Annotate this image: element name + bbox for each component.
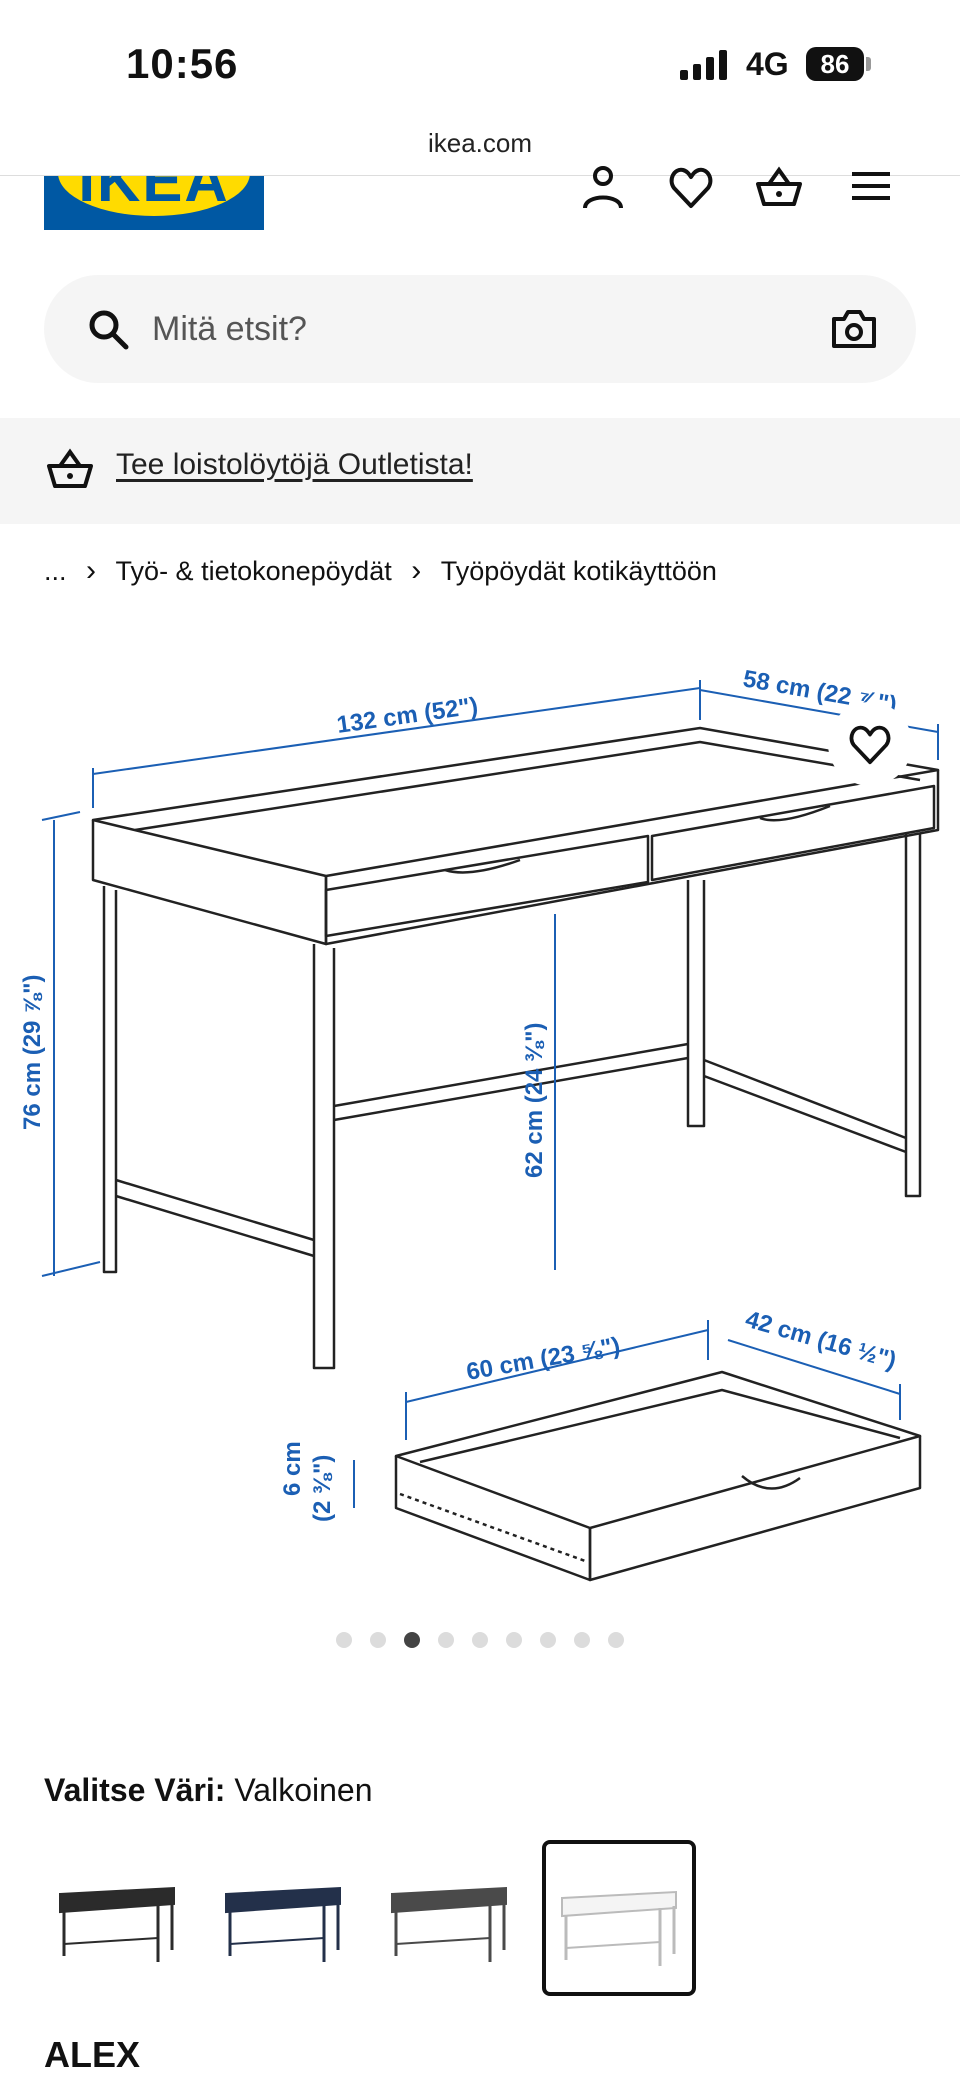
gallery-dot[interactable] xyxy=(370,1632,386,1648)
product-name: ALEX xyxy=(44,2034,141,2075)
gallery-pagination[interactable] xyxy=(0,1632,960,1648)
desk-thumbnail xyxy=(391,1886,507,1962)
color-swatch-grey[interactable] xyxy=(376,1840,530,1996)
dim-drawer-width-label: 60 cm (23 ⅝") xyxy=(464,1332,622,1386)
shopping-basket-icon xyxy=(47,448,93,488)
gallery-dot[interactable] xyxy=(540,1632,556,1648)
gallery-dot[interactable] xyxy=(472,1632,488,1648)
heart-icon[interactable] xyxy=(668,166,714,212)
search-bar[interactable] xyxy=(44,275,916,383)
status-time: 10:56 xyxy=(126,40,239,87)
url-divider xyxy=(0,175,960,176)
gallery-dot[interactable] xyxy=(608,1632,624,1648)
breadcrumb-item-home-desks[interactable]: Työpöydät kotikäyttöön xyxy=(440,556,717,586)
breadcrumb: ... › Työ- & tietokonepöydät › Työpöydät… xyxy=(44,554,717,588)
breadcrumb-ellipsis[interactable]: ... xyxy=(44,556,67,586)
battery-icon: 86 xyxy=(806,47,864,81)
user-icon[interactable] xyxy=(580,166,626,212)
search-input[interactable] xyxy=(152,305,792,353)
browser-url[interactable]: ikea.com xyxy=(427,128,533,158)
favourite-button[interactable] xyxy=(828,702,912,786)
breadcrumb-item-desks[interactable]: Työ- & tietokonepöydät xyxy=(115,556,392,586)
dimension-lines xyxy=(41,680,939,1508)
breadcrumb-separator: › xyxy=(86,554,97,587)
search-icon xyxy=(89,310,129,350)
status-bar: 10:56 4G 86 xyxy=(0,0,960,130)
outlet-link[interactable]: Tee loistolöytöjä Outletista! xyxy=(116,448,473,481)
color-swatch-blue[interactable] xyxy=(210,1840,364,1996)
cart-icon[interactable] xyxy=(756,166,802,212)
color-select-value: Valkoinen xyxy=(234,1772,373,1808)
heart-icon xyxy=(849,725,891,765)
dim-drawer-height-inch-label: (2 ⅜") xyxy=(309,1455,336,1522)
battery-cap xyxy=(866,57,871,71)
gallery-dot[interactable] xyxy=(438,1632,454,1648)
ikea-logo[interactable]: IKEA xyxy=(44,176,264,230)
color-swatch-white[interactable] xyxy=(542,1840,696,1996)
dim-drawer-height-label: 6 cm xyxy=(279,1441,306,1496)
gallery-dot[interactable] xyxy=(336,1632,352,1648)
desk-thumbnail xyxy=(59,1886,175,1962)
product-dimension-illustration[interactable]: 132 cm (52") 58 cm (22 ⅞") 76 cm (29 ⅞")… xyxy=(0,640,960,1600)
camera-icon[interactable] xyxy=(830,305,878,353)
signal-icon xyxy=(680,50,727,80)
color-swatch-black-brown[interactable] xyxy=(44,1840,198,1996)
color-select-title: Valitse Väri: xyxy=(44,1772,226,1808)
gallery-dot[interactable] xyxy=(574,1632,590,1648)
desk-drawing xyxy=(91,726,940,1582)
color-select-label: Valitse Väri: Valkoinen xyxy=(44,1772,373,1809)
breadcrumb-separator: › xyxy=(411,554,422,587)
desk-thumbnail xyxy=(225,1886,341,1962)
dim-height-label: 76 cm (29 ⅞") xyxy=(19,975,46,1130)
gallery-dot[interactable] xyxy=(506,1632,522,1648)
gallery-dot[interactable] xyxy=(404,1632,420,1648)
desk-thumbnail xyxy=(561,1890,677,1966)
dim-clearance-label: 62 cm (24 ⅜") xyxy=(521,1023,548,1178)
outlet-banner: Tee loistolöytöjä Outletista! xyxy=(0,418,960,524)
dim-width-label: 132 cm (52") xyxy=(335,692,479,739)
network-type: 4G xyxy=(746,46,789,82)
menu-icon[interactable] xyxy=(848,166,894,212)
dim-drawer-depth-label: 42 cm (16 ½") xyxy=(742,1306,899,1375)
logo-text: IKEA xyxy=(78,176,230,214)
color-swatches xyxy=(44,1840,916,1996)
